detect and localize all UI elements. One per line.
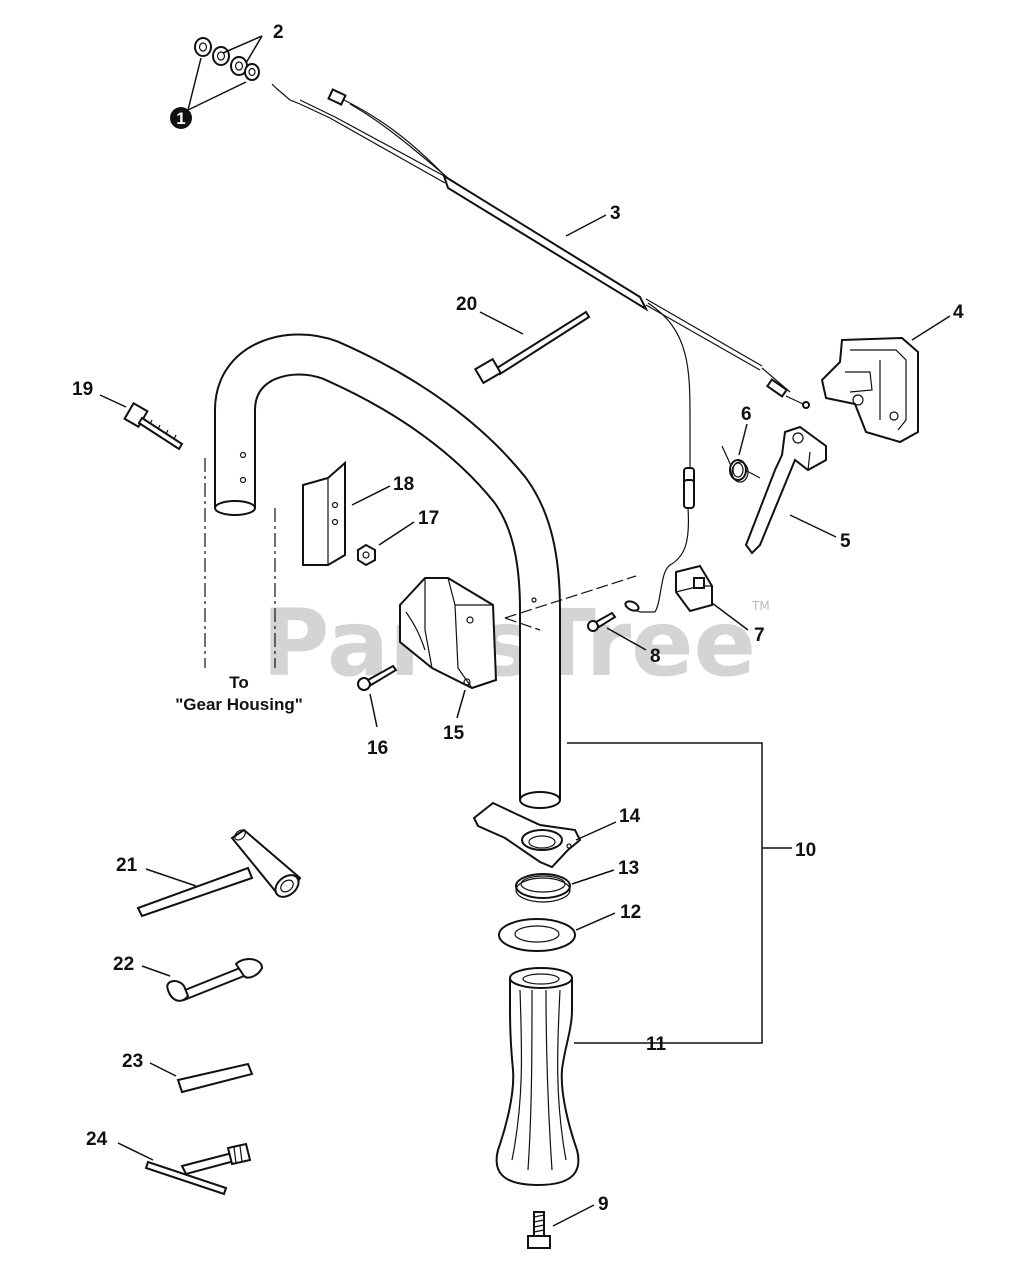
note-line2: "Gear Housing" bbox=[175, 695, 303, 714]
leader-17 bbox=[378, 521, 415, 546]
screw-8 bbox=[587, 611, 617, 632]
clamp-15 bbox=[399, 577, 498, 690]
plug-wrench-21 bbox=[136, 828, 302, 918]
callout-18: 18 bbox=[393, 474, 414, 495]
callout-12: 12 bbox=[620, 902, 641, 923]
watermark-text: PartsTree bbox=[262, 590, 756, 697]
leader-23 bbox=[149, 1062, 177, 1077]
callout-9: 9 bbox=[598, 1194, 609, 1215]
callout-6: 6 bbox=[741, 404, 752, 425]
callout-11: 11 bbox=[646, 1034, 667, 1055]
handle-plate-14 bbox=[472, 801, 582, 869]
callout-22: 22 bbox=[113, 954, 134, 975]
leader-7 bbox=[711, 602, 749, 631]
note-line1: To bbox=[229, 673, 249, 692]
leader-16 bbox=[369, 693, 378, 728]
leader-1a bbox=[187, 57, 202, 111]
callout-17: 17 bbox=[418, 508, 439, 529]
dash-line-7 bbox=[504, 575, 637, 619]
leader-4 bbox=[911, 315, 951, 341]
callout-5: 5 bbox=[840, 531, 851, 552]
callout-20: 20 bbox=[456, 294, 477, 315]
cable-tie bbox=[473, 310, 591, 385]
callout-19: 19 bbox=[72, 379, 93, 400]
stop-switch-7 bbox=[624, 507, 713, 613]
leader-22 bbox=[141, 965, 171, 977]
callout-3: 3 bbox=[610, 203, 621, 224]
callout-16: 16 bbox=[367, 738, 388, 759]
leader-2a bbox=[222, 35, 263, 54]
leader-12 bbox=[575, 912, 616, 931]
washer-12 bbox=[498, 918, 576, 952]
leader-13 bbox=[571, 869, 615, 885]
callout-1-badge bbox=[170, 107, 192, 129]
dash-line-7b bbox=[504, 617, 541, 631]
nut-17 bbox=[357, 543, 376, 567]
callout-4: 4 bbox=[953, 302, 964, 323]
leader-24 bbox=[117, 1142, 154, 1161]
nut-washer-set bbox=[194, 37, 260, 81]
callout-15: 15 bbox=[443, 723, 465, 744]
leader-21 bbox=[145, 868, 197, 887]
leader-20 bbox=[479, 311, 524, 335]
bracket-18 bbox=[302, 460, 346, 566]
spring-6 bbox=[721, 445, 761, 483]
leader-9 bbox=[552, 1204, 595, 1227]
grip-11 bbox=[495, 967, 580, 1187]
callout-24: 24 bbox=[86, 1129, 108, 1150]
callout-21: 21 bbox=[116, 855, 138, 876]
callout-13: 13 bbox=[618, 858, 639, 879]
leader-19 bbox=[99, 394, 127, 408]
bolt-19 bbox=[123, 401, 184, 451]
screw-16 bbox=[357, 664, 398, 691]
watermark-trademark: TM bbox=[751, 599, 770, 613]
callout-14: 14 bbox=[619, 806, 641, 827]
leader-2b bbox=[245, 35, 263, 64]
callout-23: 23 bbox=[122, 1051, 143, 1072]
leader-3 bbox=[565, 214, 607, 237]
leader-14 bbox=[575, 821, 617, 841]
leader-1b bbox=[187, 81, 247, 111]
leader-18 bbox=[351, 485, 391, 506]
loop-handle bbox=[214, 333, 561, 809]
leader-5 bbox=[789, 514, 837, 538]
throttle-cable bbox=[271, 83, 810, 509]
bracket-10 bbox=[567, 742, 763, 1044]
callout-8: 8 bbox=[650, 646, 661, 667]
throttle-trigger-5 bbox=[744, 425, 827, 555]
open-wrench-22 bbox=[166, 958, 264, 1002]
bolt-9 bbox=[527, 1211, 551, 1249]
t-key-24 bbox=[144, 1142, 252, 1196]
leader-8 bbox=[606, 627, 647, 651]
hex-key-23 bbox=[176, 1062, 254, 1094]
leader-6 bbox=[738, 423, 748, 456]
callout-7: 7 bbox=[754, 625, 765, 646]
callout-1: 1 bbox=[176, 109, 185, 128]
callout-10: 10 bbox=[795, 840, 816, 861]
callout-2: 2 bbox=[273, 22, 284, 43]
switch-housing bbox=[820, 336, 919, 444]
spring-ring-13 bbox=[515, 873, 571, 903]
leader-15 bbox=[456, 689, 466, 719]
